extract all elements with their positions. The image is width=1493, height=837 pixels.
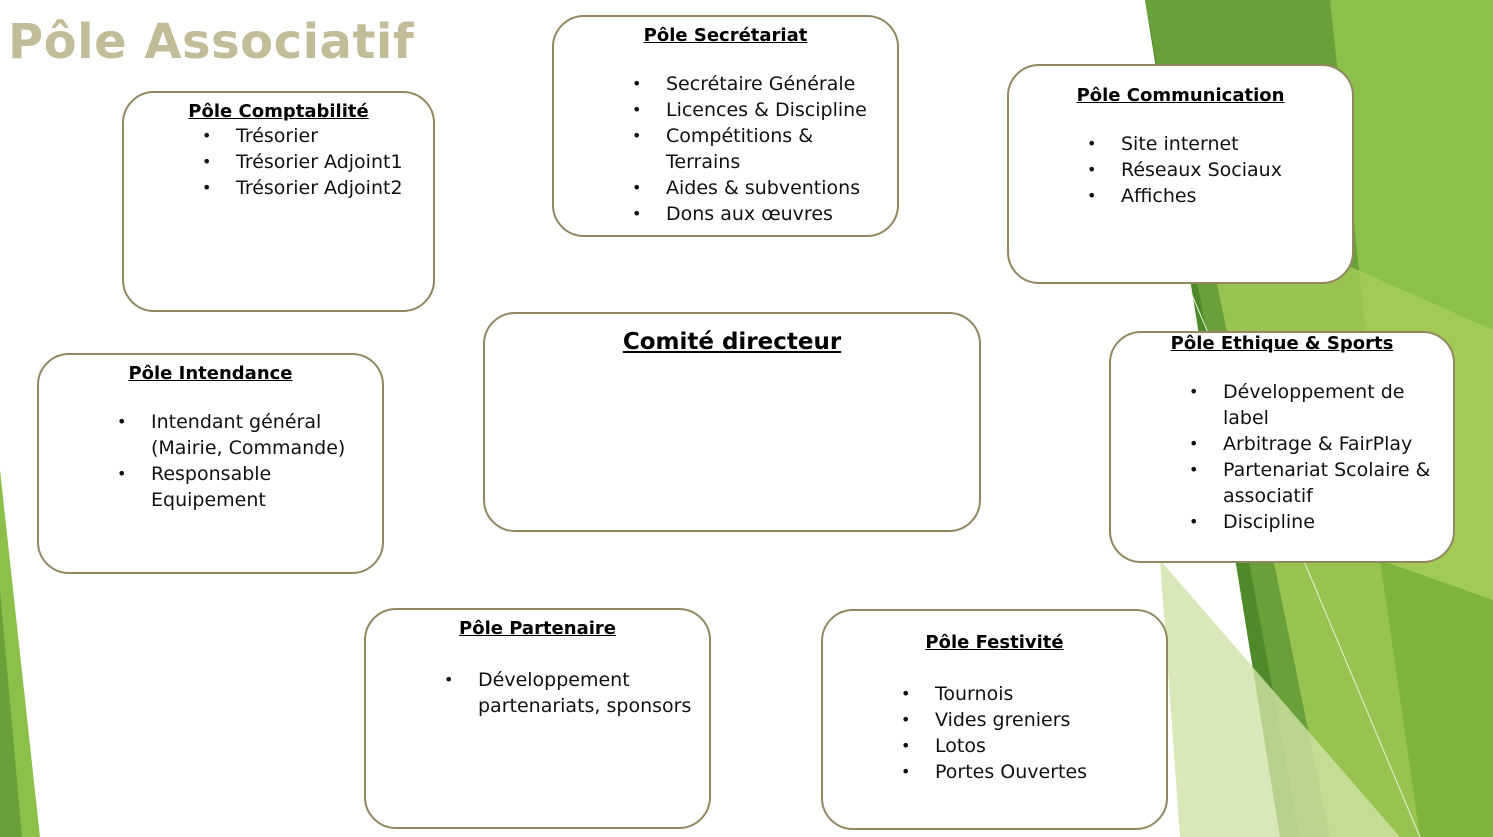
list-item: Licences & Discipline [632, 97, 897, 123]
list-item: Portes Ouvertes [901, 759, 1166, 785]
list-item: Affiches [1087, 183, 1352, 209]
pole-partenaire-box: Pôle Partenaire Développement partenaria… [364, 608, 711, 829]
pole-festivite-box: Pôle Festivité Tournois Vides greniers L… [821, 609, 1168, 830]
list-item-continuation: Terrains [666, 151, 741, 173]
list-item: Dons aux œuvres [632, 201, 897, 227]
list-item: Partenariat Scolaire & [1189, 457, 1453, 483]
pole-intendance-title: Pôle Intendance [128, 363, 293, 384]
list-item: Site internet [1087, 131, 1352, 157]
list-item: Compétitions & [632, 123, 897, 149]
list-item: Arbitrage & FairPlay [1189, 431, 1453, 457]
list-item-continuation: Equipement [151, 489, 266, 511]
pole-communication-box: Pôle Communication Site internet Réseaux… [1007, 64, 1354, 284]
comite-directeur-title: Comité directeur [622, 329, 842, 355]
list-item: Aides & subventions [632, 175, 897, 201]
list-item: Trésorier Adjoint2 [202, 175, 433, 201]
pole-communication-title: Pôle Communication [1076, 85, 1285, 106]
pole-intendance-box: Pôle Intendance Intendant général (Mairi… [37, 353, 384, 574]
list-item-continuation: partenariats, sponsors [478, 695, 692, 717]
list-item: Réseaux Sociaux [1087, 157, 1352, 183]
pole-partenaire-title: Pôle Partenaire [459, 618, 616, 639]
comite-directeur-box: Comité directeur [483, 312, 981, 532]
list-item: Intendant général [117, 409, 382, 435]
list-item: Lotos [901, 733, 1166, 759]
list-item: Secrétaire Générale [632, 71, 897, 97]
list-item: Développement [444, 667, 709, 693]
pole-secretariat-title: Pôle Secrétariat [643, 25, 808, 46]
pole-secretariat-box: Pôle Secrétariat Secrétaire Générale Lic… [552, 15, 899, 237]
pole-comptabilite-box: Pôle Comptabilité Trésorier Trésorier Ad… [122, 91, 435, 312]
list-item: Trésorier [202, 123, 433, 149]
list-item: Discipline [1189, 509, 1453, 535]
list-item: Responsable [117, 461, 382, 487]
list-item: Développement de [1189, 379, 1453, 405]
list-item-continuation: associatif [1223, 485, 1313, 507]
pole-ethique-box: Pôle Ethique & Sports Développement de l… [1109, 331, 1455, 563]
list-item: Vides greniers [901, 707, 1166, 733]
pole-comptabilite-title: Pôle Comptabilité [188, 101, 369, 122]
slide-title: Pôle Associatif [8, 14, 415, 70]
list-item: Tournois [901, 681, 1166, 707]
list-item: Trésorier Adjoint1 [202, 149, 433, 175]
list-item-continuation: (Mairie, Commande) [151, 437, 346, 459]
pole-ethique-title: Pôle Ethique & Sports [1170, 333, 1394, 354]
list-item-continuation: label [1223, 407, 1269, 429]
pole-festivite-title: Pôle Festivité [925, 632, 1064, 653]
